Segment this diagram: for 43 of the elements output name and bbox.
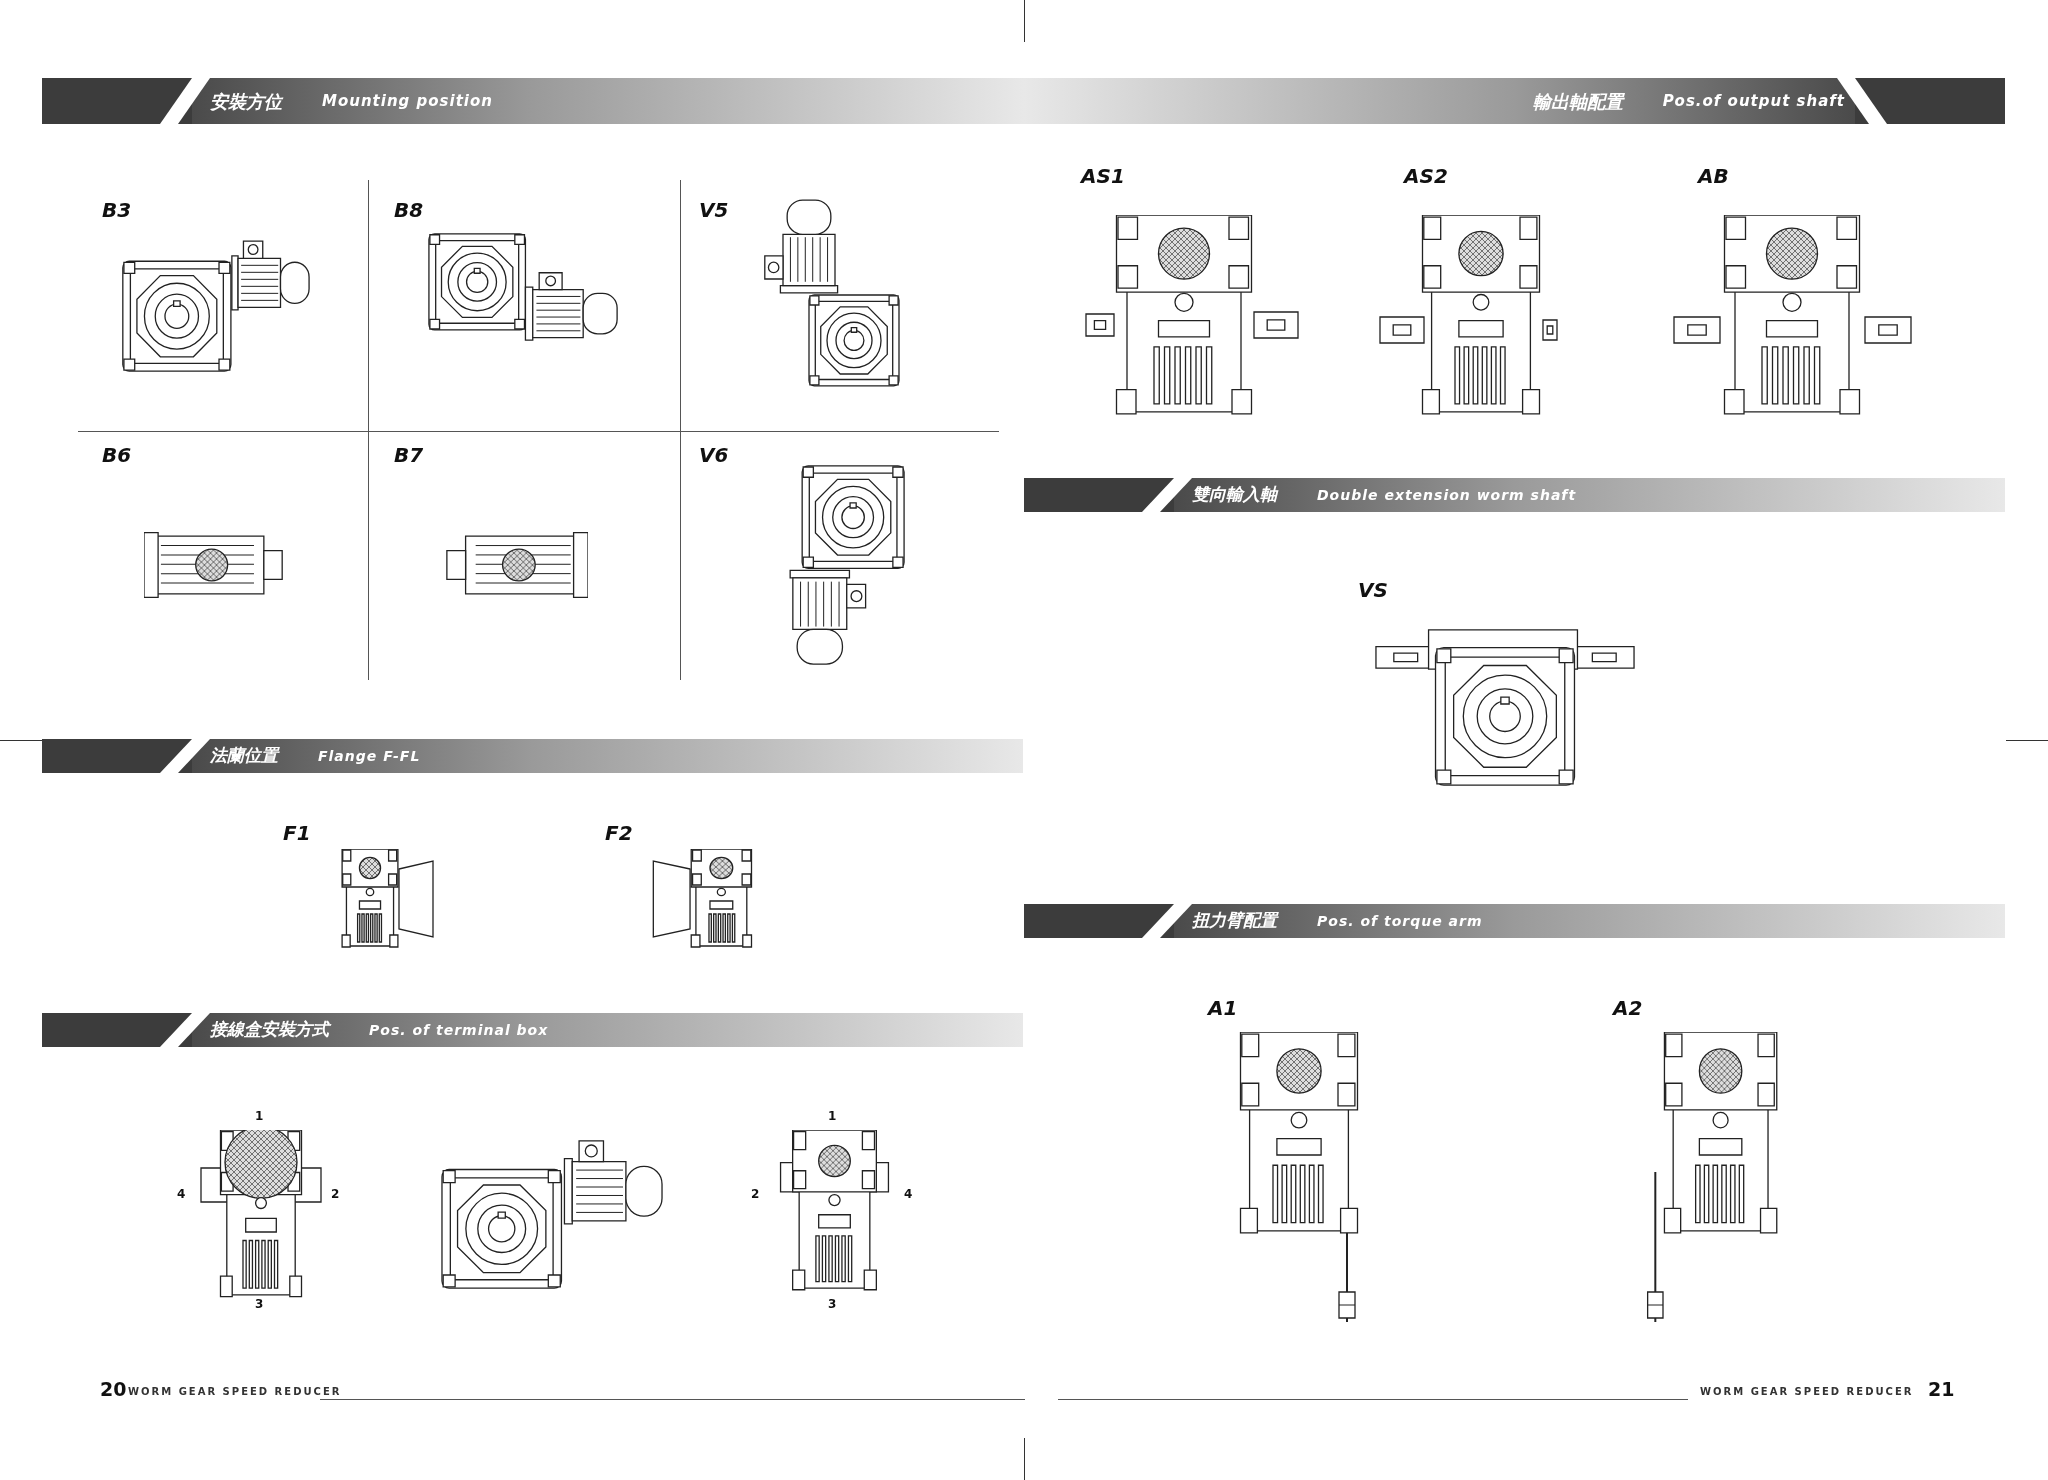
- position-label: AB: [1698, 166, 1729, 186]
- position-label: F1: [283, 823, 311, 843]
- section-header-band: [42, 1013, 1023, 1047]
- section-title: Double extension worm shaft: [1317, 485, 1577, 505]
- position-label: VS: [1358, 580, 1388, 600]
- position-number: 2: [751, 1188, 760, 1200]
- section-title-chinese: 雙向輸入軸: [1192, 483, 1277, 507]
- position-label: V6: [699, 445, 729, 465]
- position-label: A2: [1613, 998, 1643, 1018]
- position-number: 3: [255, 1298, 264, 1310]
- section-header-band: [42, 78, 1024, 124]
- position-label: B7: [394, 445, 424, 465]
- position-number: 1: [828, 1110, 837, 1122]
- position-label: V5: [699, 200, 729, 220]
- section-title-chinese: 安裝方位: [210, 89, 282, 114]
- position-number: 1: [255, 1110, 264, 1122]
- section-title-chinese: 輸出軸配置: [1532, 89, 1623, 114]
- section-title-chinese: 法蘭位置: [210, 744, 278, 768]
- footer-text: WORM GEAR SPEED REDUCER: [1700, 1387, 1914, 1397]
- position-number: 2: [331, 1188, 340, 1200]
- section-title: Flange F-FL: [318, 746, 421, 766]
- position-number: 3: [828, 1298, 837, 1310]
- position-label: A1: [1208, 998, 1238, 1018]
- section-title: Mounting position: [322, 90, 493, 112]
- position-label: B3: [102, 200, 132, 220]
- position-label: B6: [102, 445, 132, 465]
- position-label: AS1: [1081, 166, 1125, 186]
- page-number: 21: [1928, 1380, 1955, 1399]
- position-number: 4: [904, 1188, 913, 1200]
- position-label: F2: [605, 823, 633, 843]
- section-title: Pos. of torque arm: [1317, 911, 1483, 931]
- section-header-band: [1024, 478, 2005, 512]
- section-title: Pos.of output shaft: [1662, 90, 1845, 112]
- section-header-band: [42, 739, 1023, 773]
- footer-text: WORM GEAR SPEED REDUCER: [128, 1387, 342, 1397]
- section-title-chinese: 扭力臂配置: [1192, 909, 1277, 933]
- section-title: Pos. of terminal box: [369, 1020, 549, 1040]
- position-label: AS2: [1404, 166, 1448, 186]
- page-number: 20: [100, 1380, 127, 1399]
- position-number: 4: [177, 1188, 186, 1200]
- section-header-band: [1024, 904, 2005, 938]
- position-label: B8: [394, 200, 424, 220]
- section-header-band: [1024, 78, 2005, 124]
